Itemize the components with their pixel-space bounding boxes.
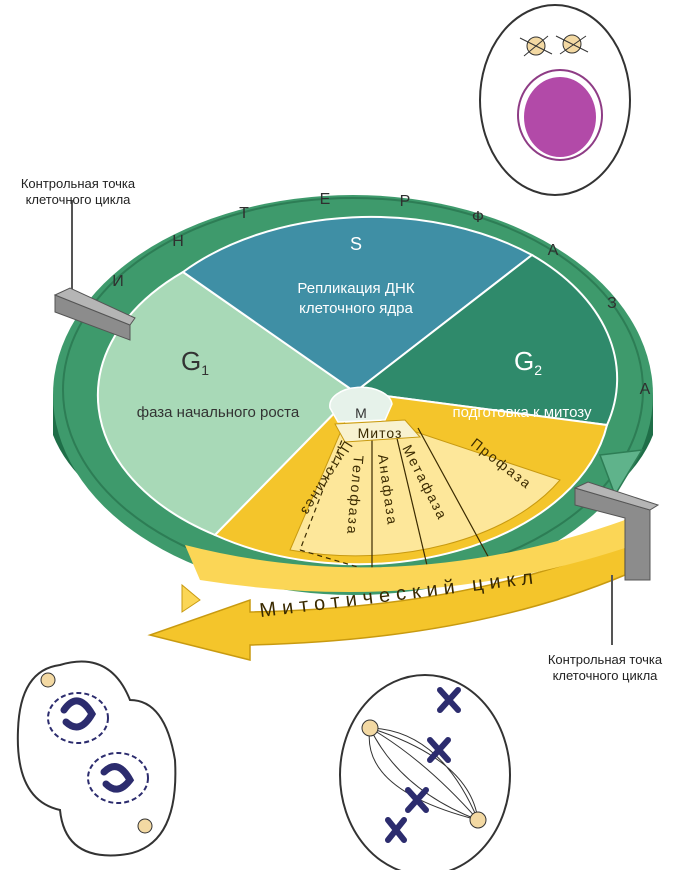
metaphase-cell-illustration [340, 675, 510, 870]
interphase-letter: И [112, 273, 124, 290]
phase-s-description: Репликация ДНК [297, 280, 414, 297]
interphase-letter: Р [400, 193, 411, 210]
centrosome-icon [470, 812, 486, 828]
nucleus-icon [524, 77, 596, 157]
phase-g2-description: подготовка к митозу [453, 404, 592, 421]
phase-s-title: S [350, 234, 362, 254]
interphase-letter: Е [320, 191, 331, 208]
centrosome-icon [362, 720, 378, 736]
centrosome-icon [41, 673, 55, 687]
interphase-letter: Т [239, 205, 249, 222]
phase-g1-description: фаза начального роста [137, 404, 300, 421]
interphase-letter: Ф [472, 209, 484, 226]
left-sub-arrow [182, 585, 200, 612]
centrosome-icon [138, 819, 152, 833]
interphase-cell-illustration [480, 5, 630, 195]
telophase-cell-illustration [18, 662, 176, 856]
interphase-letter: А [640, 381, 651, 398]
checkpoint-label-left: Контрольная точка клеточного цикла [8, 176, 148, 208]
interphase-letter: З [607, 295, 617, 312]
phase-s-description: клеточного ядра [299, 300, 413, 317]
center-m-label: М [355, 405, 367, 421]
metaphase-cell-membrane [340, 675, 510, 870]
interphase-letter: Н [172, 233, 184, 250]
interphase-letter: А [548, 242, 559, 259]
checkpoint-label-right: Контрольная точка клеточного цикла [540, 652, 670, 684]
mitosis-label: Митоз [358, 425, 403, 441]
